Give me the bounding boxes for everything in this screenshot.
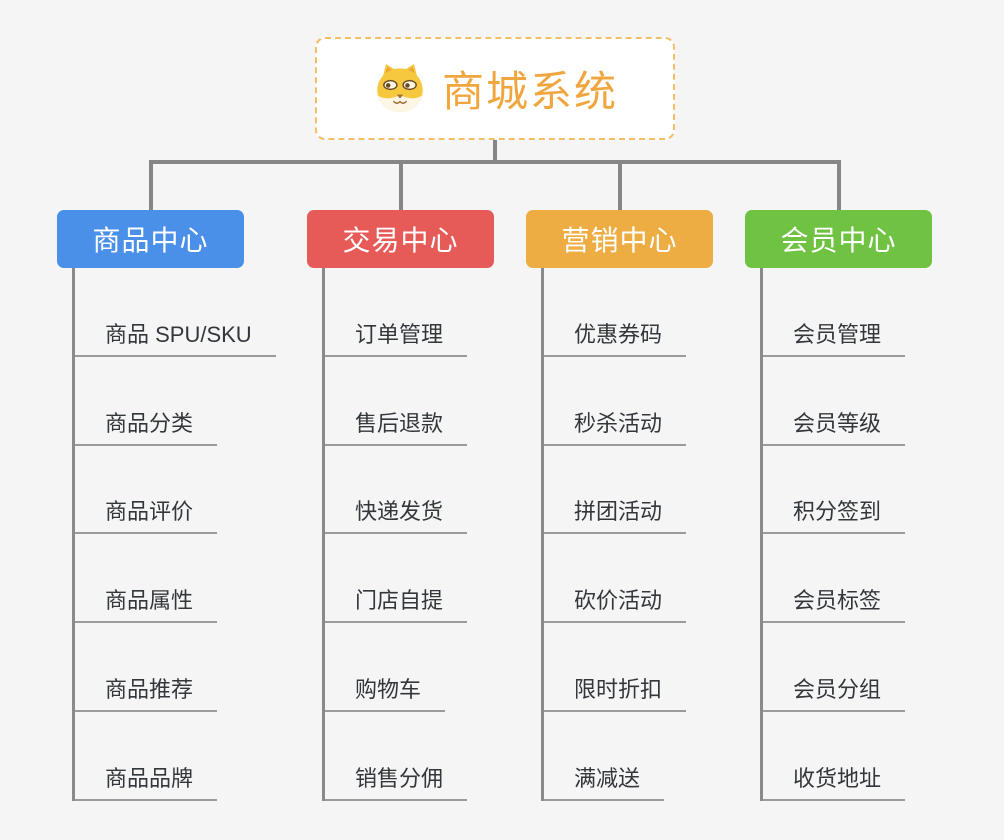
- connector-root-stub: [493, 140, 497, 162]
- branch-item-label: 销售分佣: [322, 761, 468, 801]
- branch-node-marketing-center[interactable]: 营销中心: [526, 210, 713, 268]
- branch-node-trade-center[interactable]: 交易中心: [307, 210, 494, 268]
- branch-item[interactable]: 砍价活动: [541, 534, 713, 624]
- branch-item[interactable]: 满减送: [541, 712, 713, 801]
- root-node-mall-system[interactable]: 商城系统: [315, 37, 675, 140]
- branch-item-label: 积分签到: [760, 494, 906, 535]
- branch-item-list: 商品 SPU/SKU 商品分类商品评价商品属性商品推荐商品品牌: [72, 268, 276, 801]
- branch-member-center: 会员中心 会员管理会员等级积分签到会员标签会员分组收货地址: [745, 210, 932, 801]
- branch-item[interactable]: 商品 SPU/SKU: [72, 268, 276, 357]
- branch-item-label: 优惠券码: [541, 317, 687, 357]
- connector-bus-line: [149, 160, 839, 164]
- dog-face-icon: [377, 64, 423, 113]
- branch-item-label: 会员等级: [760, 406, 906, 446]
- branch-item-list: 订单管理售后退款快递发货门店自提购物车销售分佣: [322, 268, 494, 801]
- branch-item-label: 购物车: [322, 672, 446, 713]
- branch-item[interactable]: 拼团活动: [541, 446, 713, 535]
- branch-item-label: 商品评价: [72, 494, 218, 535]
- branch-item-label: 收货地址: [760, 761, 906, 801]
- branch-item-label: 限时折扣: [541, 672, 687, 713]
- branch-marketing-center: 营销中心 优惠券码秒杀活动拼团活动砍价活动限时折扣满减送: [526, 210, 713, 801]
- branch-item[interactable]: 限时折扣: [541, 623, 713, 713]
- branch-item[interactable]: 商品评价: [72, 446, 244, 535]
- branch-item-label: 商品推荐: [72, 672, 218, 713]
- branch-item-label: 商品品牌: [72, 761, 218, 801]
- branch-item-list: 会员管理会员等级积分签到会员标签会员分组收货地址: [760, 268, 932, 801]
- branch-item[interactable]: 商品分类: [72, 357, 244, 446]
- connector-drop-marketing: [618, 160, 622, 210]
- branch-item[interactable]: 会员分组: [760, 623, 932, 713]
- branch-item[interactable]: 会员等级: [760, 357, 932, 446]
- branch-item-label: 砍价活动: [541, 583, 687, 624]
- branch-item-label: 订单管理: [322, 317, 468, 357]
- branch-item-label: 会员管理: [760, 317, 906, 357]
- branch-item-label: 商品分类: [72, 406, 218, 446]
- connector-drop-product: [149, 160, 153, 210]
- branch-item[interactable]: 优惠券码: [541, 268, 713, 357]
- branch-item-list: 优惠券码秒杀活动拼团活动砍价活动限时折扣满减送: [541, 268, 713, 801]
- branch-item[interactable]: 收货地址: [760, 712, 932, 801]
- branch-node-member-center[interactable]: 会员中心: [745, 210, 932, 268]
- branch-node-product-center[interactable]: 商品中心: [57, 210, 244, 268]
- connector-drop-member: [837, 160, 841, 210]
- branch-item[interactable]: 快递发货: [322, 446, 494, 535]
- branch-item-label: 售后退款: [322, 406, 468, 446]
- branch-item-label: 会员标签: [760, 583, 906, 624]
- branch-item[interactable]: 积分签到: [760, 446, 932, 535]
- branch-item-label: 商品属性: [72, 583, 218, 624]
- branch-item-label: 快递发货: [322, 494, 468, 535]
- branch-item[interactable]: 会员管理: [760, 268, 932, 357]
- branch-item-label: 拼团活动: [541, 494, 687, 535]
- branch-item[interactable]: 售后退款: [322, 357, 494, 446]
- root-node-title: 商城系统: [441, 68, 618, 115]
- branch-item-label: 秒杀活动: [541, 406, 687, 446]
- branch-product-center: 商品中心 商品 SPU/SKU 商品分类商品评价商品属性商品推荐商品品牌: [57, 210, 276, 801]
- branch-item-label: 商品 SPU/SKU: [72, 317, 276, 357]
- branch-item-label: 门店自提: [322, 583, 468, 624]
- branch-item[interactable]: 商品推荐: [72, 623, 244, 713]
- connector-drop-trade: [399, 160, 403, 210]
- branch-item-label: 会员分组: [760, 672, 906, 713]
- branch-item[interactable]: 订单管理: [322, 268, 494, 357]
- branch-item[interactable]: 商品属性: [72, 534, 244, 624]
- branch-trade-center: 交易中心 订单管理售后退款快递发货门店自提购物车销售分佣: [307, 210, 494, 801]
- branch-item[interactable]: 商品品牌: [72, 712, 244, 801]
- branch-item[interactable]: 销售分佣: [322, 712, 494, 801]
- branch-item-label: 满减送: [541, 761, 665, 801]
- branch-item[interactable]: 购物车: [322, 623, 494, 713]
- branch-item[interactable]: 门店自提: [322, 534, 494, 624]
- branch-item[interactable]: 秒杀活动: [541, 357, 713, 446]
- branch-item[interactable]: 会员标签: [760, 534, 932, 624]
